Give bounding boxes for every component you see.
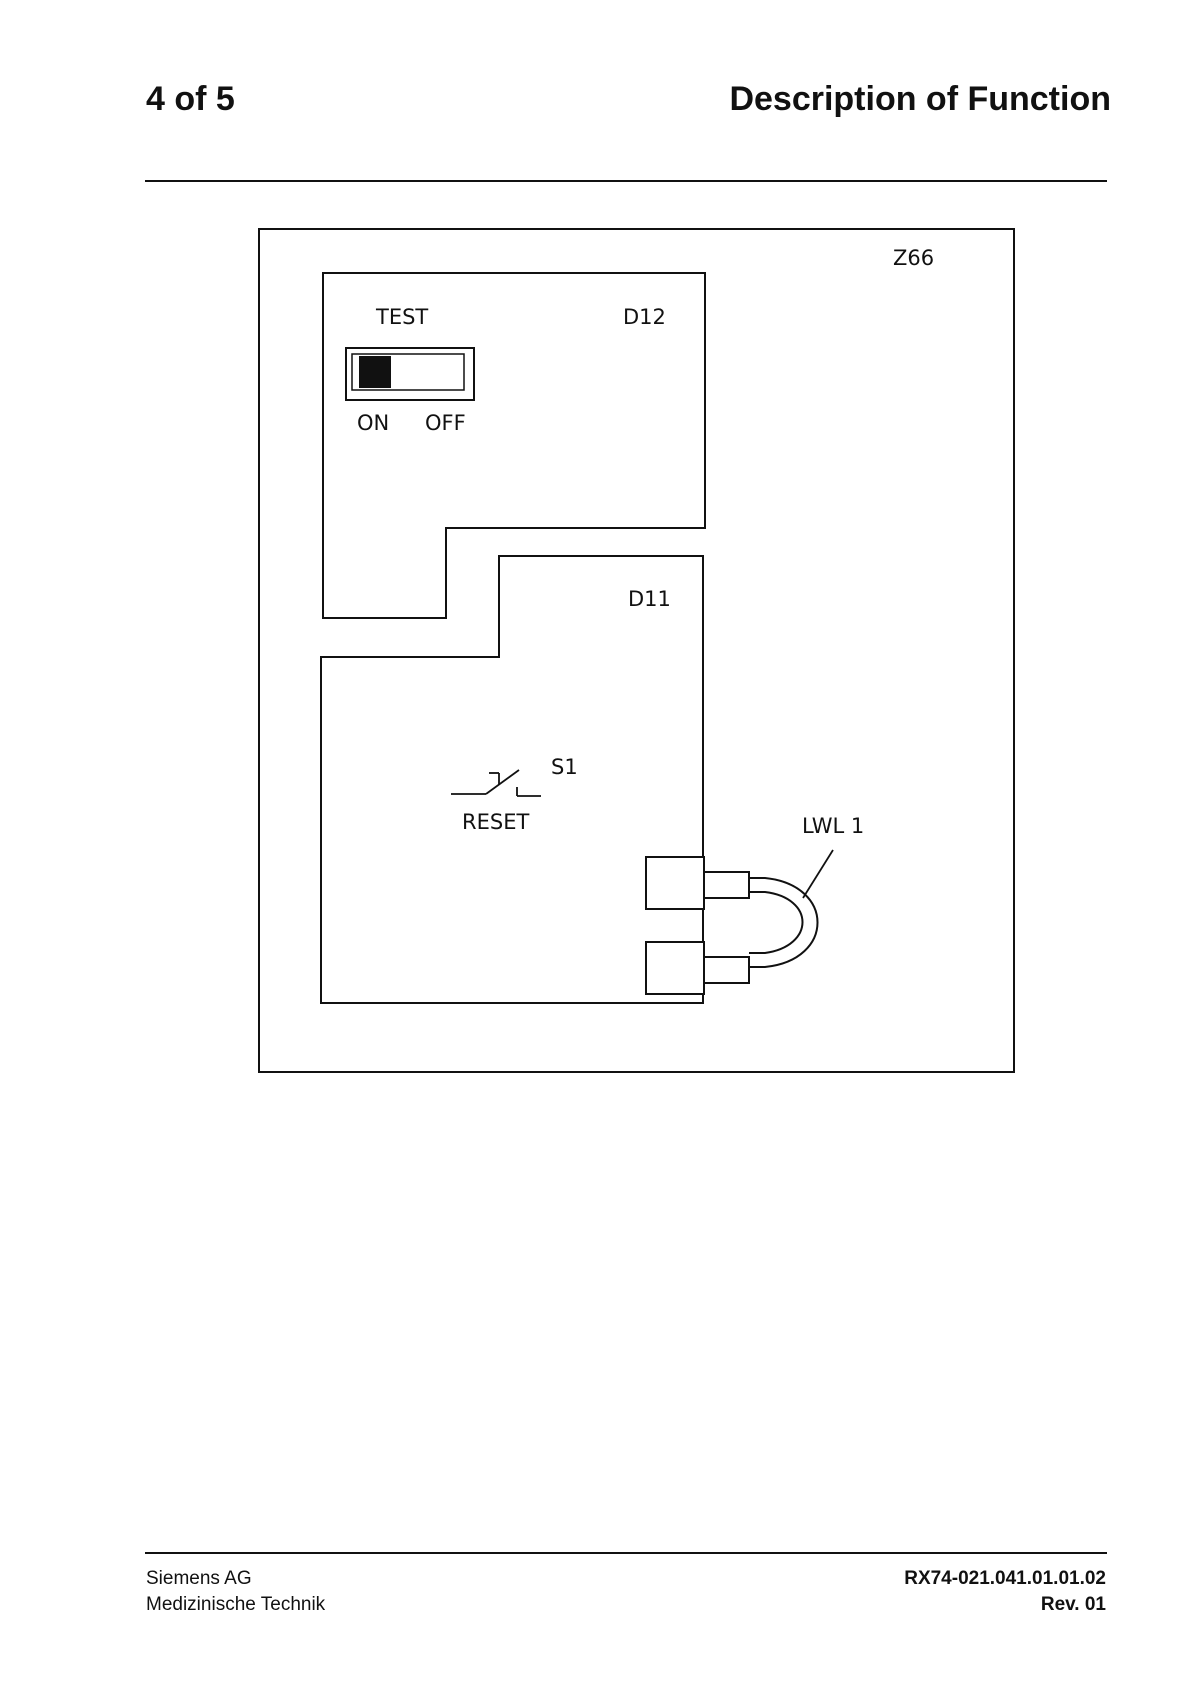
footer-divider [145,1552,1107,1554]
fiber-connector-upper [646,857,704,909]
switch-on-label: ON [357,411,389,435]
footer-company: Siemens AG [146,1566,325,1592]
fiber-label: LWL 1 [802,814,864,838]
reset-switch-symbol [451,770,541,796]
module-label-d12: D12 [623,305,666,329]
switch-id-label: S1 [551,755,578,779]
footer-document-number: RX74-021.041.01.01.02 [904,1566,1106,1592]
fiber-plug-lower [704,957,749,983]
footer-revision: Rev. 01 [904,1592,1106,1618]
module-label-d11: D11 [628,587,671,611]
footer-document-block: RX74-021.041.01.01.02 Rev. 01 [904,1566,1106,1618]
test-switch-slider [359,356,391,388]
footer-division: Medizinische Technik [146,1592,325,1618]
fiber-plug-upper [704,872,749,898]
module-outline-d11 [321,556,703,1003]
reset-label: RESET [462,810,529,834]
fiber-label-leader-line [803,850,833,898]
board-outline-z66 [259,229,1014,1072]
switch-off-label: OFF [425,411,466,435]
board-label: Z66 [893,246,934,270]
fiber-connector-lower [646,942,704,994]
footer-company-block: Siemens AG Medizinische Technik [146,1566,325,1618]
test-label: TEST [375,305,428,329]
